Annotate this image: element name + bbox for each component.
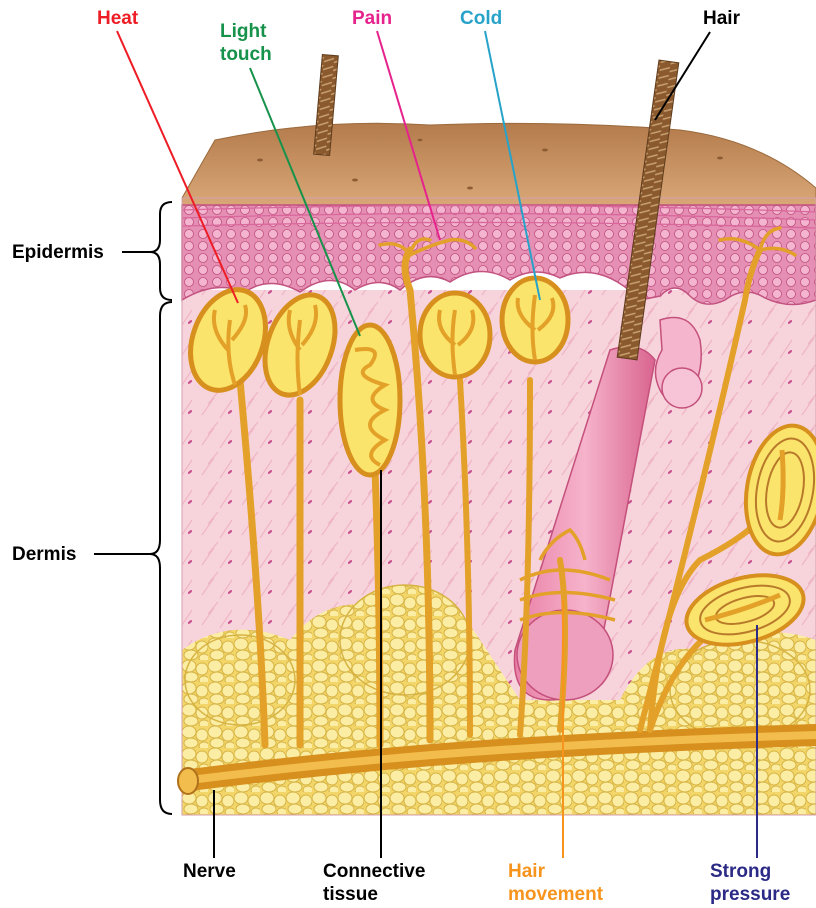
epidermis-bracket: [150, 202, 172, 300]
label-strong-pressure: Strong pressure: [710, 860, 790, 906]
label-hair: Hair: [703, 7, 740, 30]
epidermis-layer: [182, 205, 816, 305]
light-touch-receptor: [340, 325, 400, 475]
label-nerve: Nerve: [183, 860, 236, 883]
label-hair-movement: Hair movement: [508, 860, 603, 906]
fat-lobule: [185, 635, 295, 725]
dermis-bracket: [150, 302, 172, 814]
nerve-cut-end: [178, 768, 198, 794]
label-dermis: Dermis: [12, 543, 76, 566]
label-cold: Cold: [460, 7, 502, 30]
label-connective-tissue: Connective tissue: [323, 860, 425, 906]
fat-lobule: [340, 585, 470, 695]
cold-receptor: [420, 293, 490, 377]
label-heat: Heat: [97, 7, 138, 30]
label-light-touch: Light touch: [220, 20, 272, 66]
label-epidermis: Epidermis: [12, 241, 104, 264]
skin-block: [182, 123, 816, 815]
cold-receptor: [502, 278, 568, 362]
label-pain: Pain: [352, 7, 392, 30]
